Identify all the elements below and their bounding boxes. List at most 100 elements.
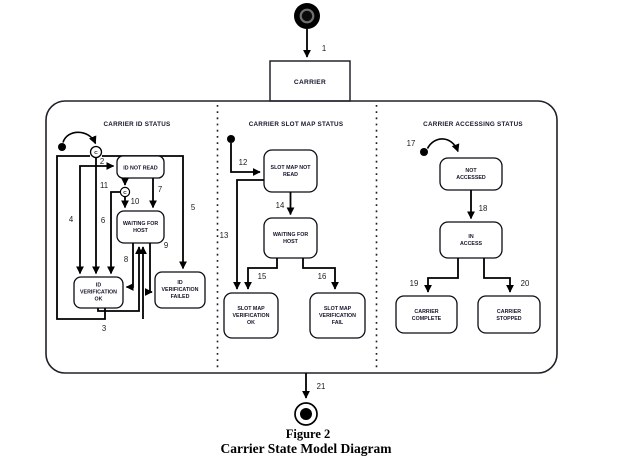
transition-3-label: 3 — [102, 324, 106, 333]
state-in-access-rect — [439, 221, 503, 259]
state-not-accessed-rect — [439, 157, 503, 191]
state-waiting-for-host-id-line1: WAITING FOR — [123, 221, 158, 227]
state-waiting-for-host-id: WAITING FOR HOST — [116, 210, 165, 244]
transition-19-label: 19 — [410, 279, 419, 288]
transition-14-label: 14 — [276, 201, 285, 210]
state-carrier-complete-line2: COMPLETE — [412, 316, 442, 322]
state-id-not-read-label: ID NOT READ — [123, 166, 158, 172]
state-id-verification-ok-rect — [73, 276, 124, 309]
state-id-verification-failed-rect — [154, 271, 206, 309]
state-slot-map-not-read-line2: READ — [283, 172, 298, 178]
section-carrier-accessing-status: 17 NOT ACCESSED 18 IN ACCESS 19 20 CARRI… — [395, 138, 541, 334]
state-in-access-line1: IN — [468, 234, 473, 240]
section-title-carrier-accessing-status: CARRIER ACCESSING STATUS — [423, 121, 523, 128]
state-id-verification-ok: ID VERIFICATION OK — [73, 276, 124, 309]
state-carrier-complete-line1: CARRIER — [414, 309, 438, 315]
state-slot-map-verification-ok-line2: VERIFICATION — [233, 313, 270, 319]
state-waiting-for-host-slot-map: WAITING FOR HOST — [263, 217, 318, 259]
transition-13-label: 13 — [220, 231, 229, 240]
transition-16-arrow — [302, 258, 339, 290]
figure-caption-title: Carrier State Model Diagram — [220, 441, 392, 456]
connector-c2-label: C — [123, 190, 127, 196]
id-initial-dot — [58, 143, 66, 151]
state-id-verification-ok-line3: OK — [95, 297, 103, 303]
state-carrier-stopped-line2: STOPPED — [496, 316, 521, 322]
state-carrier-stopped-rect — [477, 295, 541, 334]
section-carrier-slot-map-status: 12 SLOT MAP NOT READ 13 14 WAITING FOR H… — [220, 135, 366, 339]
state-id-verification-failed-line3: FAILED — [171, 294, 190, 300]
state-slot-map-verification-fail-rect — [309, 292, 366, 339]
state-id-verification-failed-line2: VERIFICATION — [162, 287, 199, 293]
transition-15-arrow — [244, 258, 278, 290]
state-not-accessed: NOT ACCESSED — [439, 157, 503, 191]
transition-3-arrow — [56, 155, 106, 320]
transition-12-arrow — [230, 143, 261, 176]
state-carrier-complete: CARRIER COMPLETE — [395, 295, 458, 334]
state-waiting-for-host-slot-map-rect — [263, 217, 318, 259]
state-carrier-stopped-line1: CARRIER — [497, 309, 521, 315]
final-state-inner-disc — [300, 408, 312, 420]
state-id-verification-failed: ID VERIFICATION FAILED — [154, 271, 206, 309]
state-slot-map-verification-ok-line1: SLOT MAP — [237, 306, 265, 312]
state-id-verification-failed-line1: ID — [177, 280, 182, 286]
transition-7-label: 7 — [158, 185, 162, 194]
state-slot-map-verification-ok-rect — [223, 292, 279, 339]
state-waiting-for-host-id-rect — [116, 210, 165, 244]
transition-15-label: 15 — [258, 272, 267, 281]
state-id-not-read-rect — [116, 155, 165, 179]
transition-17-label: 17 — [407, 139, 416, 148]
transition-9-label: 9 — [164, 241, 168, 250]
state-id-verification-ok-line2: VERIFICATION — [80, 290, 117, 296]
transition-20-label: 20 — [521, 279, 530, 288]
transition-11-label: 11 — [100, 181, 108, 190]
transition-21-label: 21 — [317, 382, 326, 391]
section-title-carrier-slot-map-status: CARRIER SLOT MAP STATUS — [249, 121, 344, 128]
transition-8-arrow — [125, 243, 134, 291]
state-waiting-for-host-id-line2: HOST — [133, 228, 148, 234]
transition-20-arrow — [483, 258, 514, 293]
state-waiting-for-host-slot-map-line2: HOST — [283, 239, 298, 245]
initial-state-inner-ring — [299, 8, 315, 24]
id-initial-arc-arrow — [62, 131, 97, 145]
transition-2-label: 2 — [100, 157, 104, 166]
section-carrier-id-status: C 3 5 2 6 4 ID NOT READ C 7 10 — [56, 131, 206, 333]
transition-17-arc-arrow — [426, 138, 460, 153]
transition-9-arrow — [144, 243, 153, 296]
state-in-access: IN ACCESS — [439, 221, 503, 259]
state-carrier-stopped: CARRIER STOPPED — [477, 295, 541, 334]
state-slot-map-not-read-line1: SLOT MAP NOT — [271, 165, 312, 171]
return-to-waiting-arrow-b — [97, 246, 143, 312]
initial-state-icon — [294, 3, 320, 29]
transition-12-label: 12 — [239, 158, 248, 167]
state-slot-map-verification-fail: SLOT MAP VERIFICATION FAIL — [309, 292, 366, 339]
transition-4-label: 4 — [69, 215, 74, 224]
state-slot-map-verification-fail-line2: VERIFICATION — [319, 313, 356, 319]
state-not-accessed-line2: ACCESSED — [456, 175, 486, 181]
state-carrier: CARRIER — [269, 60, 351, 102]
transition-13-arrow — [233, 179, 264, 290]
state-slot-map-verification-ok-line3: OK — [247, 320, 255, 326]
state-slot-map-verification-fail-line3: FAIL — [332, 320, 344, 326]
state-carrier-rect — [269, 60, 351, 102]
accessing-initial-dot — [420, 148, 428, 156]
transition-8-label: 8 — [124, 255, 128, 264]
final-state-icon — [294, 402, 318, 426]
state-slot-map-not-read: SLOT MAP NOT READ — [263, 149, 318, 193]
state-not-accessed-line1: NOT — [465, 168, 477, 174]
state-in-access-line2: ACCESS — [460, 241, 483, 247]
transition-18-label: 18 — [479, 204, 488, 213]
state-carrier-label: CARRIER — [294, 79, 326, 86]
section-title-carrier-id-status: CARRIER ID STATUS — [104, 121, 171, 128]
slot-map-initial-dot — [227, 135, 235, 143]
state-id-not-read: ID NOT READ — [116, 155, 165, 179]
transition-10-label: 10 — [131, 197, 140, 206]
state-carrier-complete-rect — [395, 295, 458, 334]
transition-2-arrow — [95, 157, 115, 170]
transition-1-label: 1 — [322, 44, 326, 53]
state-slot-map-not-read-rect — [263, 149, 318, 193]
transition-6-label: 6 — [101, 216, 105, 225]
state-slot-map-verification-ok: SLOT MAP VERIFICATION OK — [223, 292, 279, 339]
transition-4-arrow — [76, 165, 96, 275]
